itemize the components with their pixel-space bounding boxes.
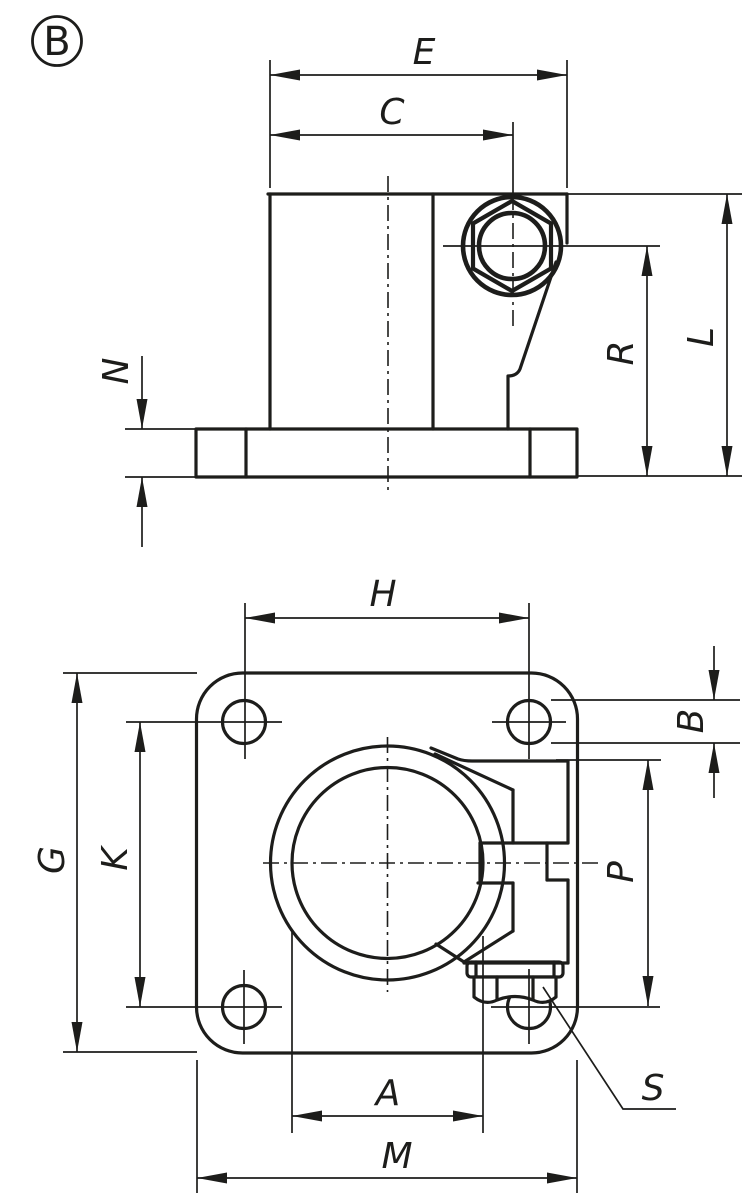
side-view: E C N R xyxy=(96,32,742,547)
screw-outer-circle xyxy=(460,194,564,298)
screw-hexagon xyxy=(470,198,554,294)
arrowhead xyxy=(642,976,654,1006)
arrowhead xyxy=(708,670,720,700)
arrowhead xyxy=(270,69,300,81)
dim-label-B: B xyxy=(671,709,712,734)
dim-label-K: K xyxy=(95,845,136,871)
arrowhead xyxy=(270,129,300,141)
clamp-screw-plan xyxy=(465,960,565,1004)
arrowhead xyxy=(721,194,733,224)
plan-view: H B G K xyxy=(32,574,740,1193)
arrowhead xyxy=(134,977,146,1007)
clamp-sloped-edge xyxy=(506,260,558,431)
arrowhead xyxy=(292,1110,322,1122)
dim-label-L: L xyxy=(681,327,722,347)
dim-label-A: A xyxy=(374,1073,401,1114)
dimension-H: H xyxy=(245,574,529,624)
boss-outer-circle xyxy=(268,744,507,982)
callout-S: S xyxy=(542,986,676,1110)
dimension-P: P xyxy=(556,759,661,1006)
arrowhead xyxy=(71,1022,83,1052)
hex-nut xyxy=(472,975,558,1004)
dimension-C: C xyxy=(270,92,513,141)
flange-plate xyxy=(194,671,580,1055)
arrowhead xyxy=(483,129,513,141)
dim-label-S: S xyxy=(642,1068,665,1109)
arrowhead xyxy=(721,446,733,476)
arrowhead xyxy=(136,399,148,429)
arrowhead xyxy=(197,1172,227,1184)
dim-label-P: P xyxy=(601,861,642,883)
dim-label-G: G xyxy=(32,846,73,874)
arrowhead xyxy=(537,69,567,81)
badge-label: B xyxy=(43,19,70,65)
screw-inner-circle xyxy=(476,210,548,282)
arrowhead xyxy=(453,1110,483,1122)
dimension-B: B xyxy=(551,646,740,798)
tube-bore-circle xyxy=(290,765,485,961)
arrowhead xyxy=(642,760,654,790)
dim-label-H: H xyxy=(369,574,396,615)
dimension-K: K xyxy=(95,722,146,1007)
dimension-R: R xyxy=(601,246,653,476)
dim-label-E: E xyxy=(413,32,436,73)
dim-label-R: R xyxy=(601,340,642,365)
arrowhead xyxy=(641,246,653,276)
dim-label-C: C xyxy=(379,92,405,133)
leader-line xyxy=(542,986,676,1110)
badge-circle xyxy=(31,15,83,67)
arrowhead xyxy=(708,743,720,773)
arrowhead xyxy=(245,612,275,624)
dim-label-N: N xyxy=(96,358,137,385)
arrowhead xyxy=(71,673,83,703)
arrowhead xyxy=(641,446,653,476)
arrowhead xyxy=(134,722,146,752)
clamp-lug xyxy=(429,746,570,965)
dimension-L: L xyxy=(681,194,733,476)
dimension-A: A xyxy=(291,931,484,1133)
dimension-N: N xyxy=(96,356,197,547)
dim-label-M: M xyxy=(381,1136,412,1177)
dimension-G: G xyxy=(32,672,197,1053)
bolt-holes xyxy=(126,603,566,1044)
arrowhead xyxy=(499,612,529,624)
dimension-M: M xyxy=(196,1060,578,1193)
view-badge: B xyxy=(31,15,83,67)
dimension-E: E xyxy=(269,32,568,188)
arrowhead xyxy=(136,477,148,507)
flange-side-profile xyxy=(194,427,579,479)
arrowhead xyxy=(547,1172,577,1184)
